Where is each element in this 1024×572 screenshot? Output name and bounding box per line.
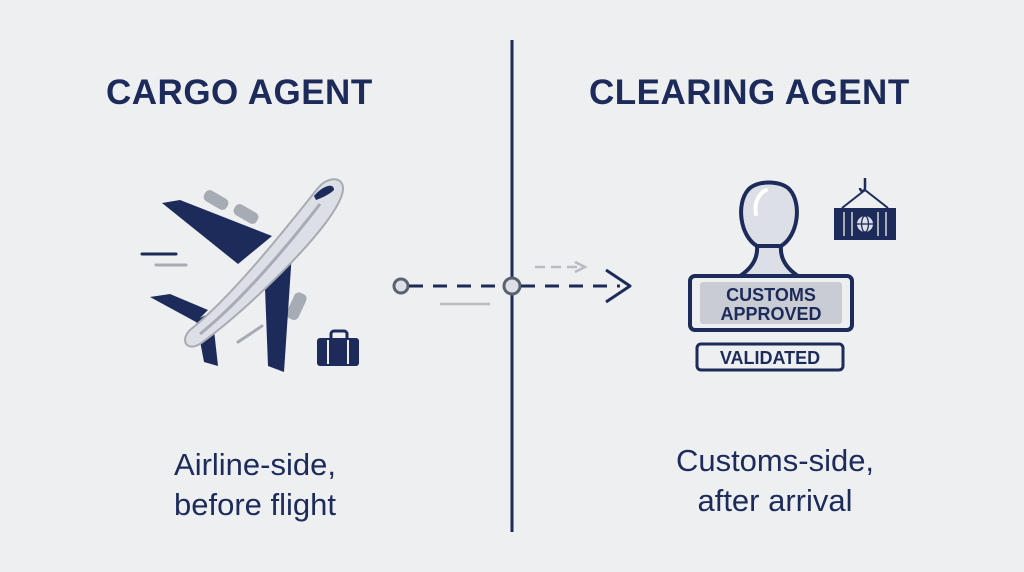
caption-line: before flight <box>174 487 336 522</box>
cargo-container-icon <box>834 178 896 240</box>
caption-line: Customs-side, <box>675 443 875 478</box>
stamp-text-approved: APPROVED <box>720 304 821 324</box>
connector-arrow <box>392 260 632 306</box>
caption-line: after arrival <box>697 483 853 518</box>
arrow-right-icon <box>605 268 632 304</box>
airplane-icon <box>140 178 345 372</box>
validated-label: VALIDATED <box>720 348 820 368</box>
cargo-agent-caption: Airline-side, before flight <box>130 445 380 525</box>
cargo-agent-title: CARGO AGENT <box>106 73 373 112</box>
rubber-stamp-icon <box>688 180 854 372</box>
clearing-agent-caption: Customs-side, after arrival <box>640 441 910 521</box>
caption-line: Airline-side, <box>174 447 336 482</box>
suitcase-icon <box>317 329 359 366</box>
globe-icon <box>857 215 873 233</box>
clearing-agent-title: CLEARING AGENT <box>589 73 910 112</box>
stamp-text-customs: CUSTOMS <box>726 285 816 305</box>
